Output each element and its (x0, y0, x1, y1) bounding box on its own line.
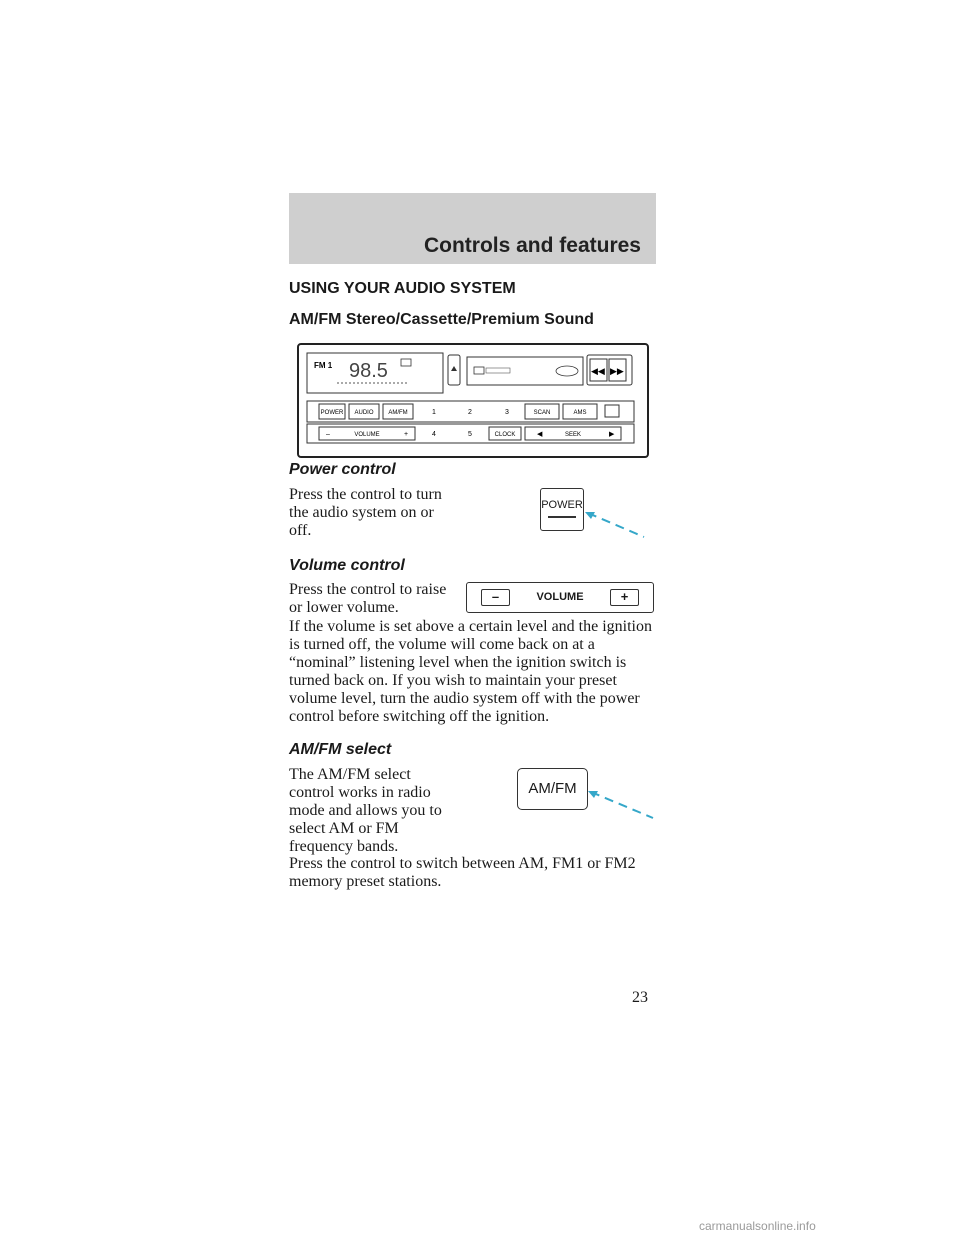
seek-right-icon: ▶ (609, 430, 615, 438)
watermark: carmanualsonline.info (699, 1219, 816, 1233)
preset-4-label: 4 (432, 431, 436, 438)
cassette-door (466, 356, 584, 386)
radio-clock-label: CLOCK (495, 432, 516, 438)
fast-forward-icon: ▶▶ (610, 367, 624, 377)
radio-power-button (318, 403, 346, 420)
section-title: Controls and features (423, 234, 641, 257)
volume-text: Press the control to raise or lower volu… (289, 581, 447, 616)
volume-plus-icon: + (610, 589, 639, 606)
fast-forward-button (608, 358, 627, 382)
radio-ams-label: AMS (573, 410, 586, 416)
radio-scan-button (524, 403, 560, 420)
amfm-button-label: AM/FM (528, 780, 577, 797)
preset-5-label: 5 (468, 431, 472, 438)
radio-volume-plus: + (404, 431, 408, 438)
power-button-illustration: POWER (540, 488, 584, 531)
power-indicator-bar (548, 516, 576, 518)
preset-1-label: 1 (432, 409, 436, 416)
amfm-heading: AM/FM select (289, 741, 392, 758)
radio-power-label: POWER (321, 410, 344, 416)
radio-amfm-label: AM/FM (388, 410, 407, 416)
eject-icon (451, 366, 457, 371)
radio-volume-minus: – (326, 431, 330, 438)
power-text: Press the control to turn the audio syst… (289, 486, 442, 539)
radio-seek-button (524, 426, 622, 441)
radio-amfm-button (382, 403, 414, 420)
radio-faceplate: FM 1 98.5 ◀◀ ▶▶ POWER AUDIO AM/FM 1 2 3 … (297, 343, 649, 458)
volume-heading: Volume control (289, 557, 405, 574)
volume-button-illustration: – VOLUME + (466, 582, 654, 613)
radio-volume-button (318, 426, 416, 441)
radio-volume-label: VOLUME (354, 432, 379, 438)
main-heading: USING YOUR AUDIO SYSTEM (289, 280, 516, 297)
preset-3-label: 3 (505, 409, 509, 416)
radio-band-label: FM 1 (314, 361, 333, 370)
sub-heading: AM/FM Stereo/Cassette/Premium Sound (289, 311, 594, 328)
radio-ams-button (562, 403, 598, 420)
volume-minus-icon: – (481, 589, 510, 606)
dolby-icon (604, 404, 620, 418)
radio-audio-button (348, 403, 380, 420)
power-callout-arrow (585, 512, 645, 538)
rewind-icon: ◀◀ (591, 367, 605, 377)
volume-text-2: If the volume is set above a certain lev… (289, 618, 652, 725)
radio-frequency: 98.5 (349, 360, 388, 382)
ford-logo (555, 365, 579, 377)
power-button-label: POWER (541, 499, 583, 511)
radio-audio-label: AUDIO (354, 410, 373, 416)
amfm-button-illustration: AM/FM (517, 768, 588, 810)
header-band: Controls and features (289, 193, 656, 264)
volume-button-label: VOLUME (536, 591, 584, 603)
rewind-button (589, 358, 608, 382)
amfm-text-2: Press the control to switch between AM, … (289, 855, 636, 890)
power-heading: Power control (289, 461, 396, 478)
page-number: 23 (632, 989, 648, 1006)
seek-left-icon: ◀ (537, 430, 543, 438)
preset-2-label: 2 (468, 409, 472, 416)
amfm-callout-arrow (588, 791, 654, 819)
amfm-text: The AM/FM select control works in radio … (289, 766, 442, 855)
radio-scan-label: SCAN (534, 410, 551, 416)
radio-clock-button (488, 426, 522, 441)
radio-seek-label: SEEK (565, 432, 581, 438)
